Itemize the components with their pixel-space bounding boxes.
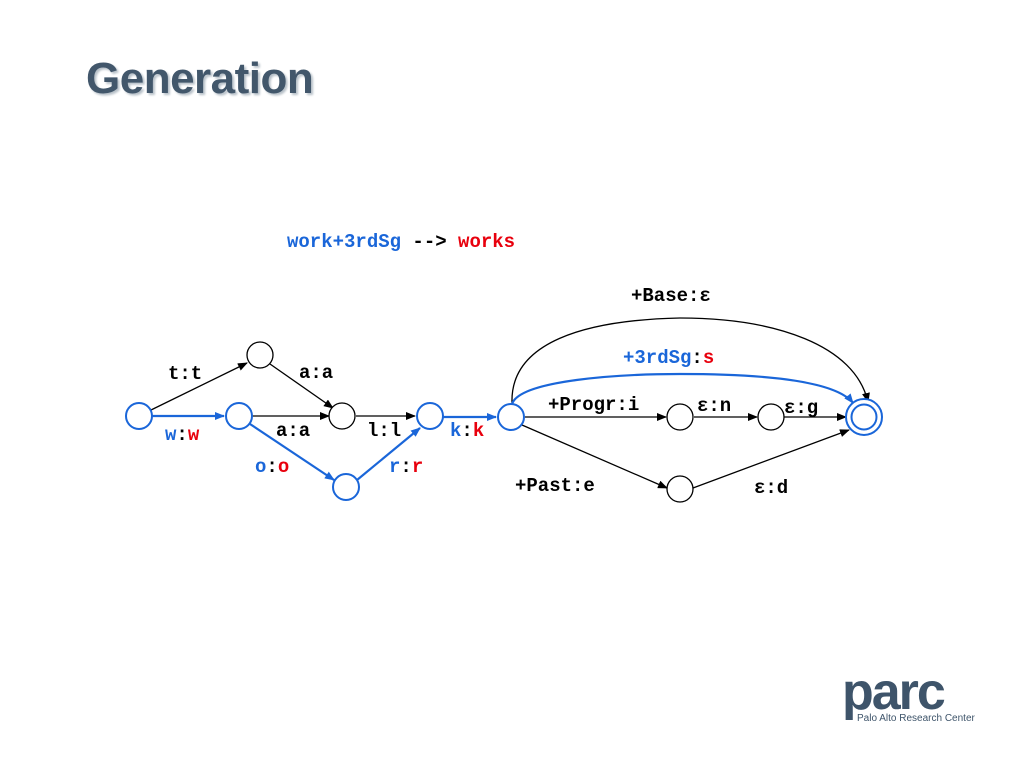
label-progr: +Progr:i [548,394,639,416]
label-k-in: k [450,420,461,442]
edge-3rdsg-s [510,372,854,405]
label-r-in: r [389,456,400,478]
example-input: work+3rdSg [287,231,401,253]
label-w-in: w [165,424,177,446]
edge-t-t [150,362,248,411]
label-3rdsg-s: +3rdSg:s [623,347,714,369]
state-a [328,402,356,430]
final-state-inner [850,403,878,431]
label-r-out: r [412,456,423,478]
label-3rdsg-in: +3rdSg [623,347,691,369]
slide-title: Generation [86,54,314,103]
label-w-w: w:w [165,424,200,446]
label-o-in: o [255,456,266,478]
label-w-out: w [188,424,200,446]
label-r-r: r:r [389,456,423,478]
label-eps-n: ε:n [697,395,731,417]
edge-a-a-top [269,363,334,409]
parc-logo-subtitle: Palo Alto Research Center [857,713,975,724]
example-output: works [458,231,515,253]
edge-past [521,424,668,489]
label-k-out: k [473,420,484,442]
state-n [757,403,785,431]
label-o-o: o:o [255,456,289,478]
label-k-k: k:k [450,420,484,442]
state-1 [225,402,253,430]
label-eps-d: ε:d [754,477,788,499]
label-k-sep: : [461,420,472,442]
state-o [332,473,360,501]
example-arrow: --> [401,231,458,253]
state-0 [125,402,153,430]
state-t [246,341,274,369]
label-a-a-top: a:a [299,362,333,384]
state-k [497,403,525,431]
label-3rdsg-out: s [703,347,714,369]
example-heading: work+3rdSg --> works [287,231,515,253]
edge-eps-d [692,429,850,489]
parc-logo: parc [842,663,946,721]
label-r-sep: : [400,456,411,478]
label-past: +Past:e [515,475,595,497]
label-eps-g: ε:g [784,397,818,419]
label-base: +Base:ε [631,285,711,307]
edge-o-o [249,423,335,481]
edge-r-r [356,427,421,481]
label-l-l: l:l [367,420,401,442]
label-t-t: t:t [168,363,202,385]
state-past [666,475,694,503]
edge-base [511,317,870,404]
state-r [416,402,444,430]
label-o-sep: : [266,456,277,478]
label-3rdsg-sep: : [691,347,702,369]
label-a-a-mid: a:a [276,420,310,442]
label-o-out: o [278,456,289,478]
label-w-sep: : [176,424,187,446]
state-progr [666,403,694,431]
